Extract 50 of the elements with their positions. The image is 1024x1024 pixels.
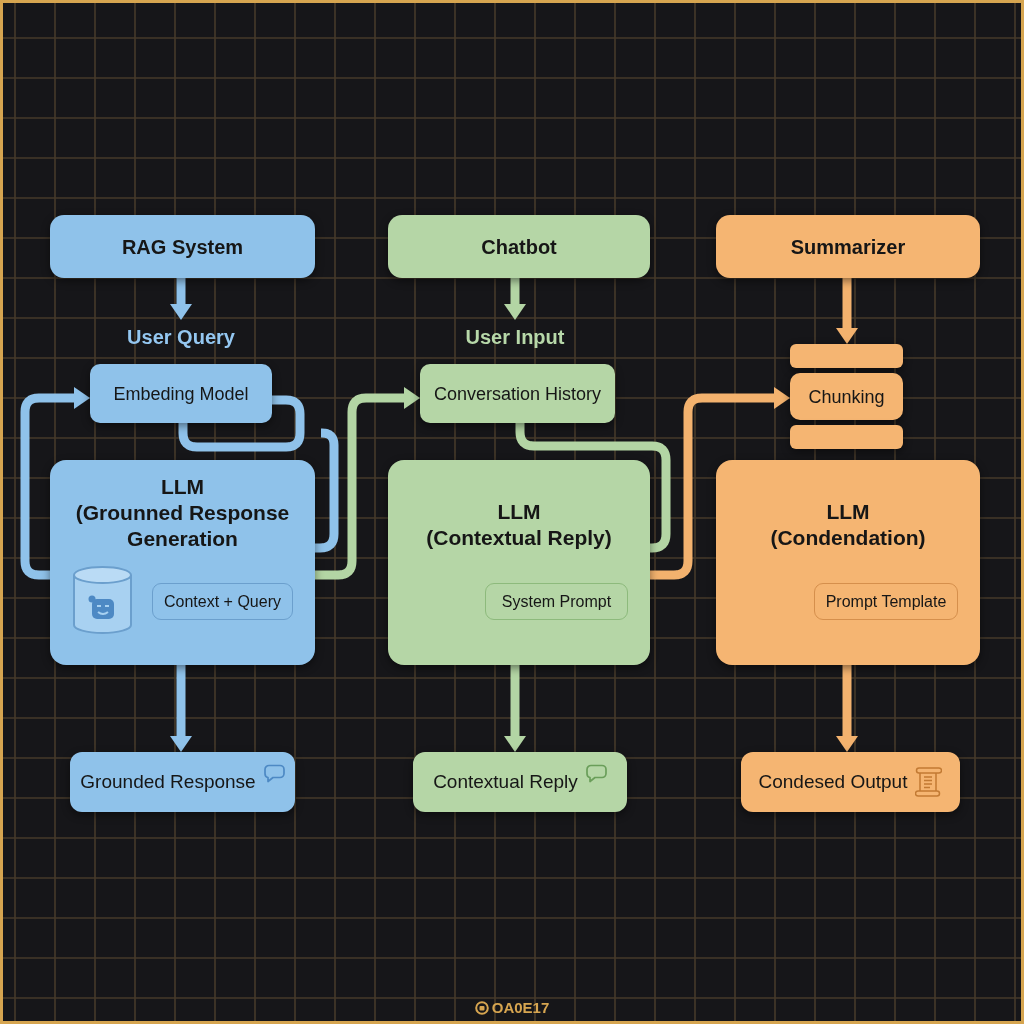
box-label: System Prompt xyxy=(501,591,612,612)
box-label: Prompt Template xyxy=(825,591,947,612)
box-heading: LLM xyxy=(159,474,206,500)
box-label: Contextual Reply xyxy=(433,771,578,793)
process-box xyxy=(420,364,615,423)
flow-label: User Query xyxy=(100,320,262,354)
arrow xyxy=(836,278,858,344)
system-box xyxy=(388,215,650,278)
stack-bar xyxy=(790,425,903,449)
process-box xyxy=(790,373,903,420)
box-label: Conversation History xyxy=(433,382,602,405)
arrow xyxy=(504,278,526,320)
box-heading: LLM xyxy=(825,499,871,525)
arrow xyxy=(650,387,790,580)
arrow xyxy=(170,665,192,752)
prompt-box xyxy=(152,583,293,620)
box-subheading: (Condendation) xyxy=(769,525,927,551)
llm-box xyxy=(50,460,315,665)
stack-bar xyxy=(790,344,903,368)
system-box xyxy=(716,215,980,278)
arrow xyxy=(836,665,858,752)
output-box xyxy=(70,752,295,812)
box-label: Chunking xyxy=(808,385,885,408)
box-label: Grounded Response xyxy=(80,771,256,793)
box-label: Embeding Model xyxy=(113,382,249,405)
output-box xyxy=(413,752,627,812)
box-title: Chatbot xyxy=(481,234,557,259)
box-label: Condesed Output xyxy=(758,771,908,793)
box-subheading: (Contextual Reply) xyxy=(425,525,613,551)
system-box xyxy=(50,215,315,278)
arrow xyxy=(315,387,420,580)
llm-box xyxy=(716,460,980,665)
box-heading: LLM xyxy=(496,499,542,525)
box-title: Summarizer xyxy=(790,234,906,259)
arrow xyxy=(170,278,192,320)
box-label: Context + Query xyxy=(164,591,281,612)
box-title: RAG System xyxy=(121,234,244,259)
arrow xyxy=(20,387,90,580)
prompt-box xyxy=(485,583,628,620)
connector-line xyxy=(178,395,305,452)
flow-label: User Input xyxy=(435,320,595,354)
process-box xyxy=(90,364,272,423)
connector-line xyxy=(515,423,671,553)
footer-label: OA0E17 xyxy=(491,998,550,1018)
arrow xyxy=(504,665,526,752)
llm-box xyxy=(388,460,650,665)
box-subheading: (Grounned Response Generation xyxy=(74,500,291,552)
prompt-box xyxy=(814,583,958,620)
output-box xyxy=(741,752,960,812)
connector-line xyxy=(315,428,339,553)
